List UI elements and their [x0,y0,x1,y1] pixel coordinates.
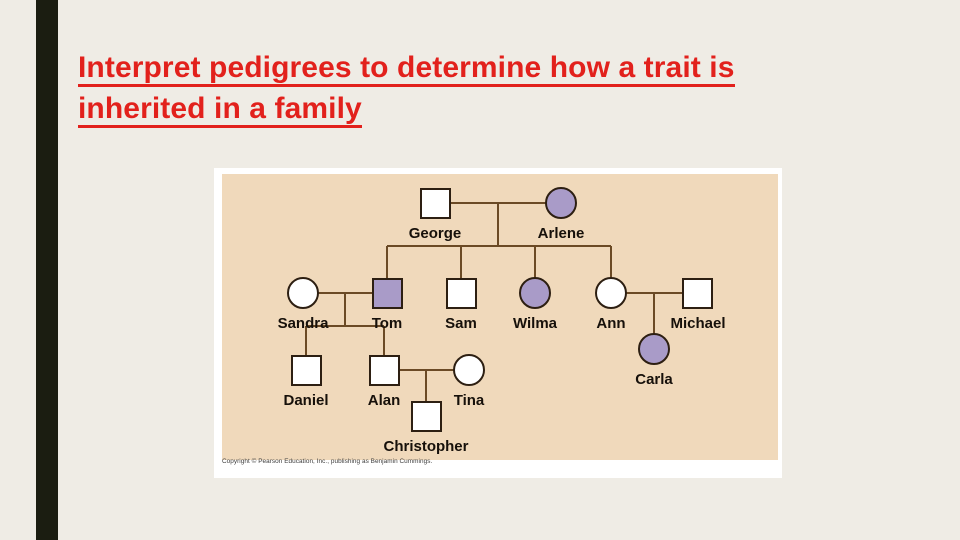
label-wilma: Wilma [513,315,558,332]
page-title: Interpret pedigrees to determine how a t… [78,48,878,130]
symbol-tom[interactable] [372,278,403,309]
pedigree-generation-4: Christopher [383,401,469,455]
symbol-christopher[interactable] [411,401,442,432]
label-george: George [409,225,462,242]
page-title-line-2: inherited in a family [78,91,362,128]
page-title-line-1: Interpret pedigrees to determine how a t… [78,51,735,87]
label-sandra: Sandra [278,315,330,332]
symbol-arlene[interactable] [545,187,577,219]
pedigree-svg: George Arlene Sandra Tom Sam Wilma Ann M… [278,187,726,455]
symbol-ann[interactable] [595,277,627,309]
pedigree-connector-lines [305,202,683,402]
label-carla: Carla [635,371,673,388]
figure-copyright-credit: Copyright © Pearson Education, Inc., pub… [222,458,433,465]
label-daniel: Daniel [283,392,328,409]
symbol-carla[interactable] [638,333,670,365]
label-tina: Tina [454,392,485,409]
pedigree-diagram: George Arlene Sandra Tom Sam Wilma Ann M… [222,174,778,460]
pedigree-generation-1: George Arlene [409,187,585,242]
symbol-sam[interactable] [446,278,477,309]
symbol-george[interactable] [420,188,451,219]
symbol-tina[interactable] [453,354,485,386]
label-michael: Michael [670,315,725,332]
symbol-michael[interactable] [682,278,713,309]
label-tom: Tom [372,315,403,332]
label-arlene: Arlene [538,225,585,242]
symbol-alan[interactable] [369,355,400,386]
label-ann: Ann [596,315,625,332]
symbol-wilma[interactable] [519,277,551,309]
pedigree-figure-panel: George Arlene Sandra Tom Sam Wilma Ann M… [214,168,782,478]
symbol-daniel[interactable] [291,355,322,386]
label-christopher: Christopher [383,438,468,455]
label-alan: Alan [368,392,401,409]
pedigree-generation-3: Daniel Alan Tina Carla [283,333,673,409]
left-accent-stripe [36,0,58,540]
label-sam: Sam [445,315,477,332]
symbol-sandra[interactable] [287,277,319,309]
pedigree-generation-2: Sandra Tom Sam Wilma Ann Michael [278,277,726,332]
